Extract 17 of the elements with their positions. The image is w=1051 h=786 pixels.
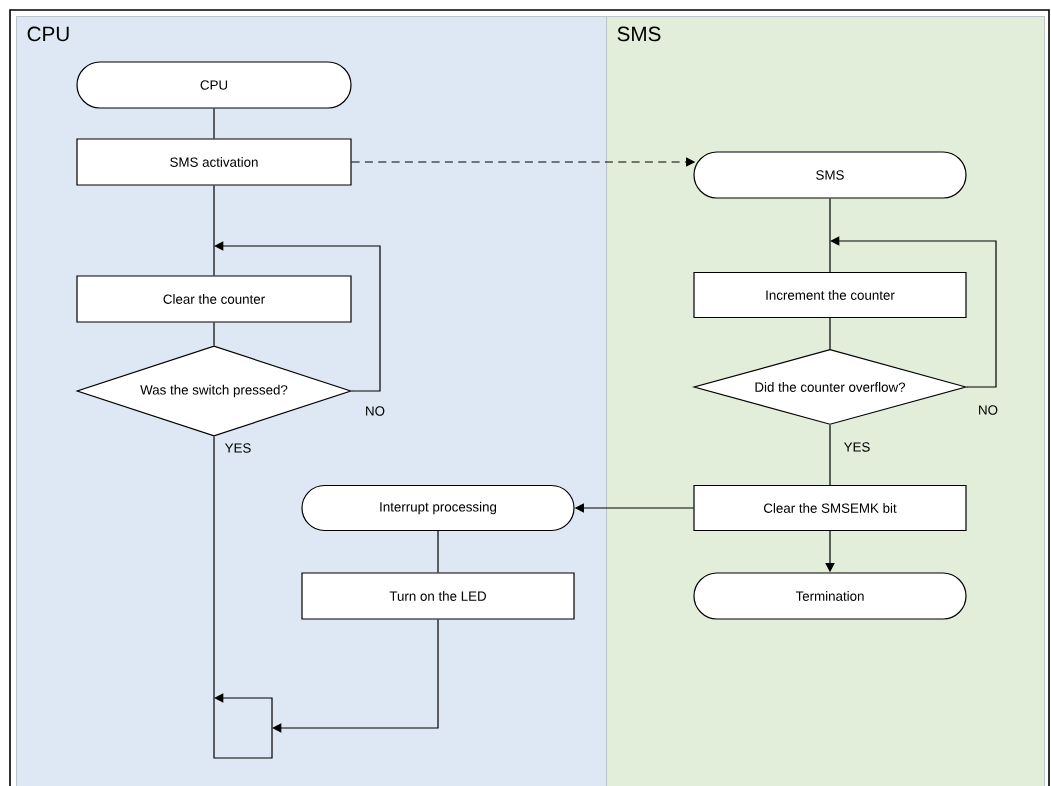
terminal-box: Termination bbox=[693, 572, 967, 620]
process-box: Increment the counter bbox=[693, 271, 967, 319]
arrow bbox=[830, 236, 997, 388]
terminal-box: Interrupt processing bbox=[301, 484, 575, 532]
arrow bbox=[214, 241, 381, 392]
terminal-box: SMS bbox=[693, 151, 967, 199]
process-box: Turn on the LED bbox=[301, 572, 575, 620]
arrow bbox=[213, 436, 273, 759]
edge-label: YES bbox=[224, 443, 251, 453]
arrow bbox=[272, 619, 439, 733]
terminal-box: CPU bbox=[76, 61, 352, 109]
edge-label: NO bbox=[366, 406, 385, 416]
process-box: Clear the SMSEMK bit bbox=[693, 484, 967, 532]
process-box: Clear the counter bbox=[76, 275, 352, 323]
edge-label: NO bbox=[979, 405, 998, 415]
edge-label: YES bbox=[843, 442, 870, 452]
process-box: SMS activation bbox=[76, 138, 352, 186]
